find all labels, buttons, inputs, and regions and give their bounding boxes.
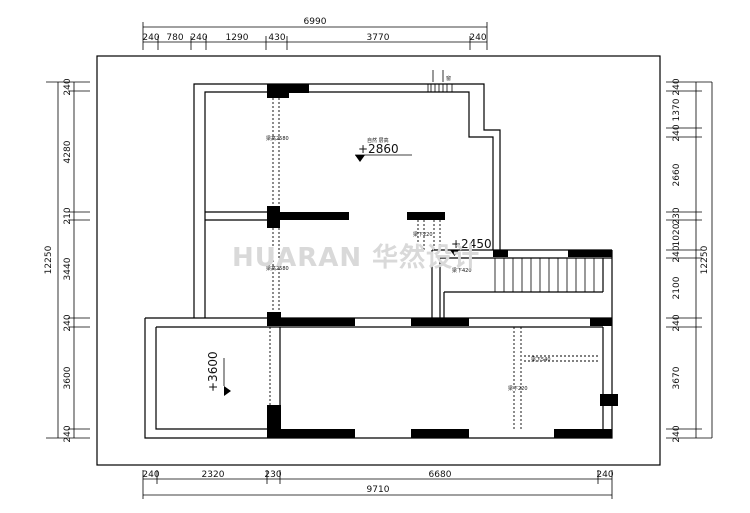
top-dim-7: 240 bbox=[469, 33, 486, 43]
window-tag: 窗 bbox=[446, 75, 451, 82]
left-dim-6: 3600 bbox=[63, 366, 73, 389]
left-dimension-chain bbox=[46, 81, 90, 439]
top-dim-6: 3770 bbox=[367, 33, 390, 43]
right-dim-5: 230 bbox=[672, 207, 682, 224]
bottom-total-dim: 9710 bbox=[367, 485, 390, 495]
top-dim-1: 240 bbox=[142, 33, 159, 43]
right-dim-1: 240 bbox=[672, 78, 682, 95]
left-dim-1: 240 bbox=[63, 78, 73, 95]
right-dim-8: 2100 bbox=[672, 276, 682, 299]
top-total-dim: 6990 bbox=[304, 17, 327, 27]
bottom-dimension-chain bbox=[142, 470, 613, 499]
beam-label-5: 梁下220 bbox=[508, 385, 528, 392]
right-total-dim: 12250 bbox=[700, 245, 710, 274]
left-total-dim: 12250 bbox=[44, 245, 54, 274]
level-lower-left-label: +3600 bbox=[206, 351, 220, 392]
bottom-dim-4: 6680 bbox=[429, 470, 452, 480]
bottom-dim-2: 2320 bbox=[202, 470, 225, 480]
window-hatch bbox=[427, 70, 453, 93]
level-marker-lower-left: +3600 bbox=[206, 351, 231, 396]
top-dim-4: 1290 bbox=[226, 33, 249, 43]
level-marker-landing: +2450 bbox=[450, 237, 500, 256]
top-dim-2: 780 bbox=[166, 33, 183, 43]
top-dim-5: 430 bbox=[268, 33, 285, 43]
level-landing-label: +2450 bbox=[451, 237, 492, 251]
level-upper-label: +2860 bbox=[358, 142, 399, 156]
top-dimension-chain bbox=[142, 22, 488, 50]
right-dim-6: 1020 bbox=[672, 223, 682, 246]
right-dim-2: 1370 bbox=[672, 98, 682, 121]
bottom-dim-1: 240 bbox=[142, 470, 159, 480]
left-dim-2: 4280 bbox=[63, 140, 73, 163]
room-note: 自然 层高 bbox=[367, 137, 389, 144]
right-dim-4: 2660 bbox=[672, 163, 682, 186]
bottom-dim-5: 240 bbox=[596, 470, 613, 480]
beam-label-6: 梁下540 bbox=[531, 356, 551, 363]
bottom-dim-3: 230 bbox=[264, 470, 281, 480]
beam-label-1: 梁高2580 bbox=[266, 135, 289, 142]
top-dim-3: 240 bbox=[190, 33, 207, 43]
watermark: HUARAN 华然设计 bbox=[232, 242, 480, 273]
left-dim-7: 240 bbox=[63, 425, 73, 442]
right-dimension-chain bbox=[666, 81, 713, 439]
left-dim-4: 3440 bbox=[63, 257, 73, 280]
stair-treads bbox=[494, 258, 595, 292]
beam-lines bbox=[269, 98, 600, 429]
right-dim-10: 3670 bbox=[672, 366, 682, 389]
structural-columns bbox=[267, 84, 618, 438]
right-dim-7: 240 bbox=[672, 245, 682, 262]
right-dim-3: 240 bbox=[672, 124, 682, 141]
level-marker-upper: +2860 bbox=[355, 142, 412, 162]
drawing-frame bbox=[96, 55, 661, 466]
left-dim-5: 240 bbox=[63, 314, 73, 331]
right-dim-9: 240 bbox=[672, 314, 682, 331]
beam-label-4: 梁下420 bbox=[452, 267, 472, 274]
beam-label-2: 梁高2580 bbox=[266, 265, 289, 272]
right-dim-11: 240 bbox=[672, 425, 682, 442]
left-dim-3: 210 bbox=[63, 207, 73, 224]
beam-label-3: 梁下220 bbox=[413, 231, 433, 238]
